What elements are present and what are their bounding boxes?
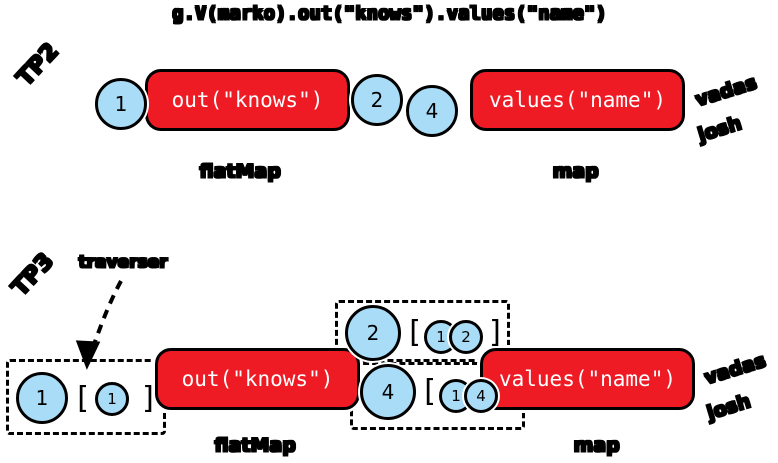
tp3-traverser-in-path-0[interactable]: 1 (95, 382, 129, 416)
tp3-stage-label-flatmap: flatMap (212, 433, 296, 458)
tp3-out-knows-step[interactable]: out("knows") (155, 348, 360, 410)
tp3-traverser-mid-2-open-bracket: [ (420, 374, 439, 409)
tp3-traverser-mid-1[interactable]: 2 (345, 305, 401, 361)
tp3-traverser-mid-2-path-1[interactable]: 4 (464, 379, 498, 413)
tp2-out-knows-step[interactable]: out("knows") (145, 69, 350, 131)
tp3-result-josh: josh (702, 388, 754, 425)
tp3-traverser-mid-1-close-bracket: ] (487, 315, 506, 350)
tp3-values-name-step[interactable]: values("name") (480, 348, 695, 410)
tp3-traverser-mid-2[interactable]: 4 (360, 364, 416, 420)
tp3-traverser-in-open-bracket: [ (73, 381, 92, 416)
tp2-traverser-in[interactable]: 1 (95, 78, 147, 130)
tp2-stage-label-map: map (550, 159, 599, 184)
tp3-traverser-mid-1-path-1[interactable]: 2 (449, 320, 483, 354)
tp3-traverser-mid-1-open-bracket: [ (405, 315, 424, 350)
tp2-result-josh: josh (693, 110, 745, 147)
tp3-result-vadas: vadas (700, 348, 770, 390)
tp2-values-name-step[interactable]: values("name") (470, 69, 685, 131)
tp3-stage-label-map: map (571, 433, 620, 458)
row-label-tp3: TP3 (5, 247, 60, 303)
tp3-traverser-in-close-bracket: ] (140, 381, 159, 416)
tp2-traverser-mid-1[interactable]: 2 (351, 74, 403, 126)
page-title: g.V(marko).out("knows").values("name") (170, 1, 608, 26)
tp2-traverser-mid-2[interactable]: 4 (406, 85, 458, 137)
row-label-tp2: TP2 (10, 37, 65, 93)
tp2-result-vadas: vadas (691, 70, 761, 112)
tp3-traverser-in[interactable]: 1 (16, 372, 68, 424)
traverser-callout-label: traverser (76, 251, 168, 274)
tp2-stage-label-flatmap: flatMap (197, 159, 281, 184)
